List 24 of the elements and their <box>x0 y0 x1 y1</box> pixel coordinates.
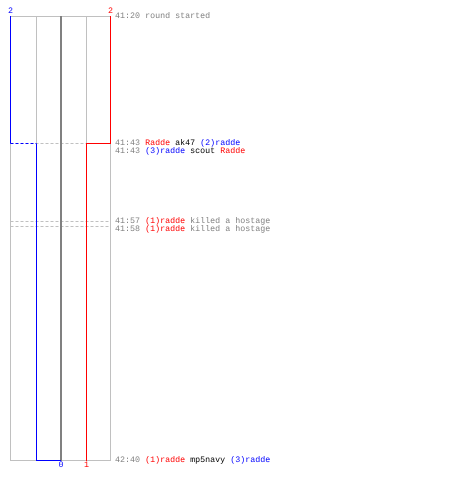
event-time: 41:43 <box>115 146 140 156</box>
player-name: (3)radde <box>145 146 186 156</box>
event-text: killed a hostage <box>190 216 270 226</box>
player-count: 0 <box>58 461 64 469</box>
event-text: killed a hostage <box>190 224 270 234</box>
weapon-name: scout <box>190 146 216 156</box>
player-name: (1)radde <box>145 455 186 465</box>
event-time: 41:58 <box>115 224 140 234</box>
player-name: (3)radde <box>230 455 270 465</box>
event-time: 42:40 <box>115 455 140 465</box>
player-name: (1)radde <box>145 224 186 234</box>
player-name: Radde <box>145 138 170 148</box>
event-time: 41:20 <box>115 11 140 21</box>
player-name: (2)radde <box>200 138 240 148</box>
event-time: 41:57 <box>115 216 140 226</box>
player-name: (1)radde <box>145 216 186 226</box>
event-text: round started <box>145 11 210 21</box>
player-name: Radde <box>220 146 246 156</box>
player-count: 2 <box>8 7 13 15</box>
weapon-name: mp5navy <box>190 455 226 465</box>
event-time: 41:43 <box>115 138 140 148</box>
player-count: 2 <box>108 7 113 15</box>
player-count: 1 <box>84 461 89 469</box>
weapon-name: ak47 <box>175 138 196 148</box>
